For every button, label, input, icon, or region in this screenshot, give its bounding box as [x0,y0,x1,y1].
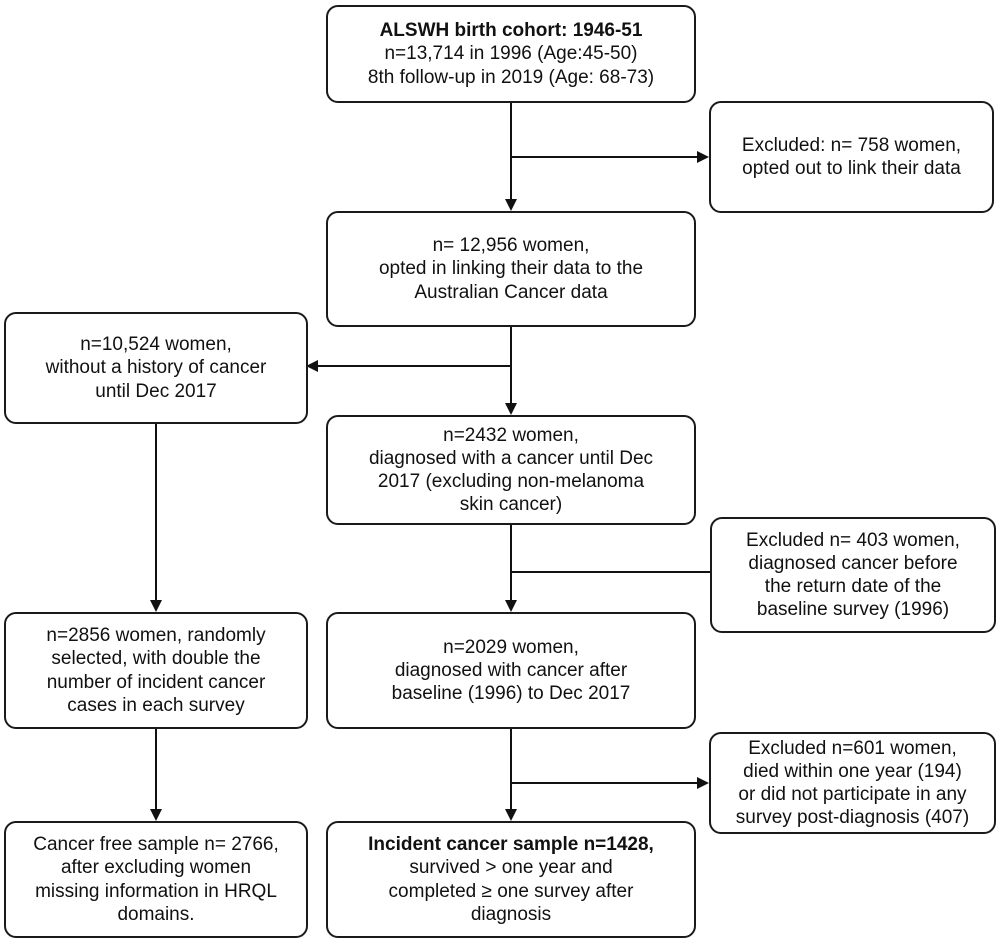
box-cohort: ALSWH birth cohort: 1946-51 n=13,714 in … [326,5,696,103]
random-line-1: n=2856 women, randomly [46,625,266,647]
diagnosed-line-1: n=2432 women, [443,424,579,446]
excluded-before-line-4: baseline survey (1996) [756,599,950,621]
diagnosed-line-3: 2017 (excluding non-melanoma [377,471,645,492]
no-cancer-line-1: n=10,524 women, [80,334,232,356]
cancer-free-line-4: domains. [117,903,195,925]
opted-in-line-1: n= 12,956 women, [432,235,590,257]
excluded-optout-line-1: Excluded: n= 758 women, [741,134,962,156]
box-random-selected: n=2856 women, randomly selected, with do… [4,612,308,729]
after-baseline-line-3: baseline (1996) to Dec 2017 [391,683,631,705]
box-incident: Incident cancer sample n=1428, survived … [326,821,696,938]
cohort-title: ALSWH birth cohort: 1946-51 [379,20,643,42]
box-diagnosed: n=2432 women, diagnosed with a cancer un… [326,415,696,525]
diagnosed-line-4: skin cancer) [459,494,563,516]
cohort-line-3: 8th follow-up in 2019 (Age: 68-73) [367,66,655,88]
incident-line-3: completed ≥ one survey after [388,880,634,902]
incident-line-2: survived > one year and [409,857,613,879]
excluded-before-line-3: the return date of the [764,576,942,597]
box-excluded-before: Excluded n= 403 women, diagnosed cancer … [710,517,996,633]
no-cancer-line-3: until Dec 2017 [95,380,217,402]
opted-in-line-3: Australian Cancer data [414,281,608,303]
cohort-line-2: n=13,714 in 1996 (Age:45-50) [384,43,638,65]
random-line-4: cases in each survey [67,694,245,716]
opted-in-line-2: opted in linking their data to the [378,258,644,280]
cancer-free-line-2: after excluding women [60,857,252,879]
diagnosed-line-2: diagnosed with a cancer until Dec [368,447,654,469]
after-baseline-line-1: n=2029 women, [443,636,579,658]
excluded-died-line-3: or did not participate in any [738,784,967,805]
excluded-before-line-2: diagnosed cancer before [748,552,958,574]
excluded-died-line-2: died within one year (194) [743,760,962,782]
box-opted-in: n= 12,956 women, opted in linking their … [326,211,696,327]
box-cancer-free: Cancer free sample n= 2766, after exclud… [4,821,308,938]
random-line-3: number of incident cancer [46,671,266,693]
box-excluded-died: Excluded n=601 women, died within one ye… [709,732,996,834]
incident-line-4: diagnosis [470,903,552,925]
excluded-optout-line-2: opted out to link their data [742,158,961,179]
cancer-free-line-3: missing information in HRQL [35,880,277,902]
after-baseline-line-2: diagnosed with cancer after [394,659,628,681]
cancer-free-line-1: Cancer free sample n= 2766, [33,834,279,856]
excluded-before-line-1: Excluded n= 403 women, [746,529,960,551]
box-no-cancer: n=10,524 women, without a history of can… [4,312,308,424]
box-excluded-optout: Excluded: n= 758 women, opted out to lin… [709,101,994,213]
excluded-died-line-4: survey post-diagnosis (407) [735,807,970,829]
no-cancer-line-2: without a history of cancer [45,357,267,379]
box-after-baseline: n=2029 women, diagnosed with cancer afte… [326,612,696,729]
incident-title: Incident cancer sample n=1428, [368,834,654,856]
excluded-died-line-1: Excluded n=601 women, [748,737,957,759]
random-line-2: selected, with double the [51,648,261,670]
